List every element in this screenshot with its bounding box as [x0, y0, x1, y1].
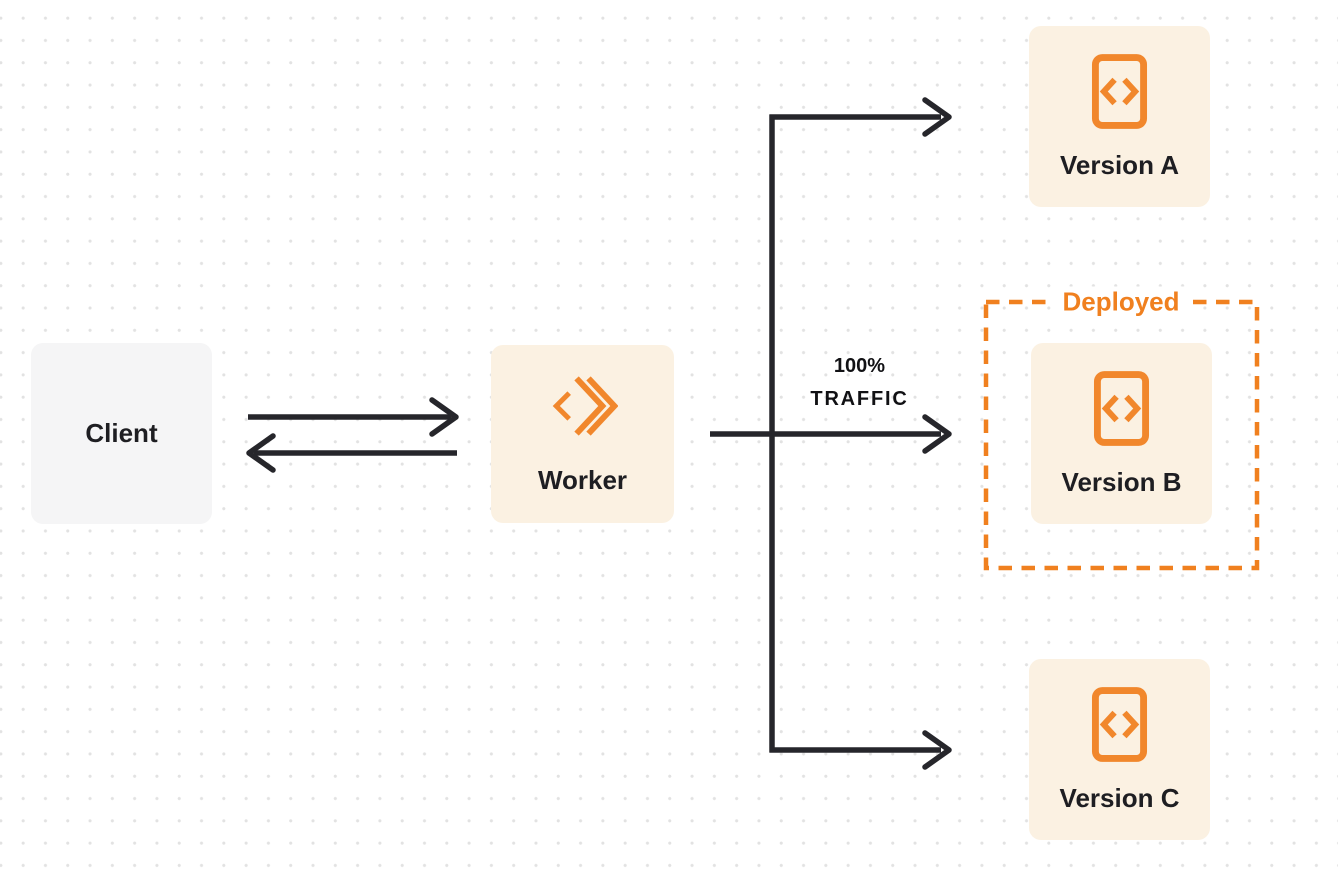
workers-chevron-icon — [552, 375, 618, 436]
request-arrow — [248, 397, 459, 437]
arrow-to-version-c — [769, 730, 952, 770]
version-a-node: Version A — [1029, 26, 1210, 207]
deployed-boundary — [983, 299, 1260, 571]
version-label: Version A — [1060, 149, 1179, 180]
code-file-icon — [1091, 686, 1148, 762]
client-node: Client — [31, 343, 212, 524]
version-b-node: Version B — [1031, 343, 1212, 524]
response-arrow — [246, 433, 457, 473]
code-file-icon — [1093, 370, 1150, 446]
version-label: Version B — [1061, 466, 1182, 497]
version-label: Version C — [1059, 782, 1180, 813]
traffic-word: TRAFFIC — [810, 388, 909, 410]
arrow-to-version-a — [769, 97, 952, 137]
deployed-label: Deployed — [1050, 286, 1192, 318]
traffic-percent: 100% — [833, 355, 886, 377]
traffic-label: 100% TRAFFIC — [787, 350, 932, 416]
arrow-to-version-b — [710, 414, 952, 454]
client-label: Client — [85, 418, 158, 448]
code-file-icon — [1091, 53, 1148, 129]
version-c-node: Version C — [1029, 659, 1210, 840]
worker-label: Worker — [537, 464, 628, 495]
worker-node: Worker — [491, 345, 674, 523]
